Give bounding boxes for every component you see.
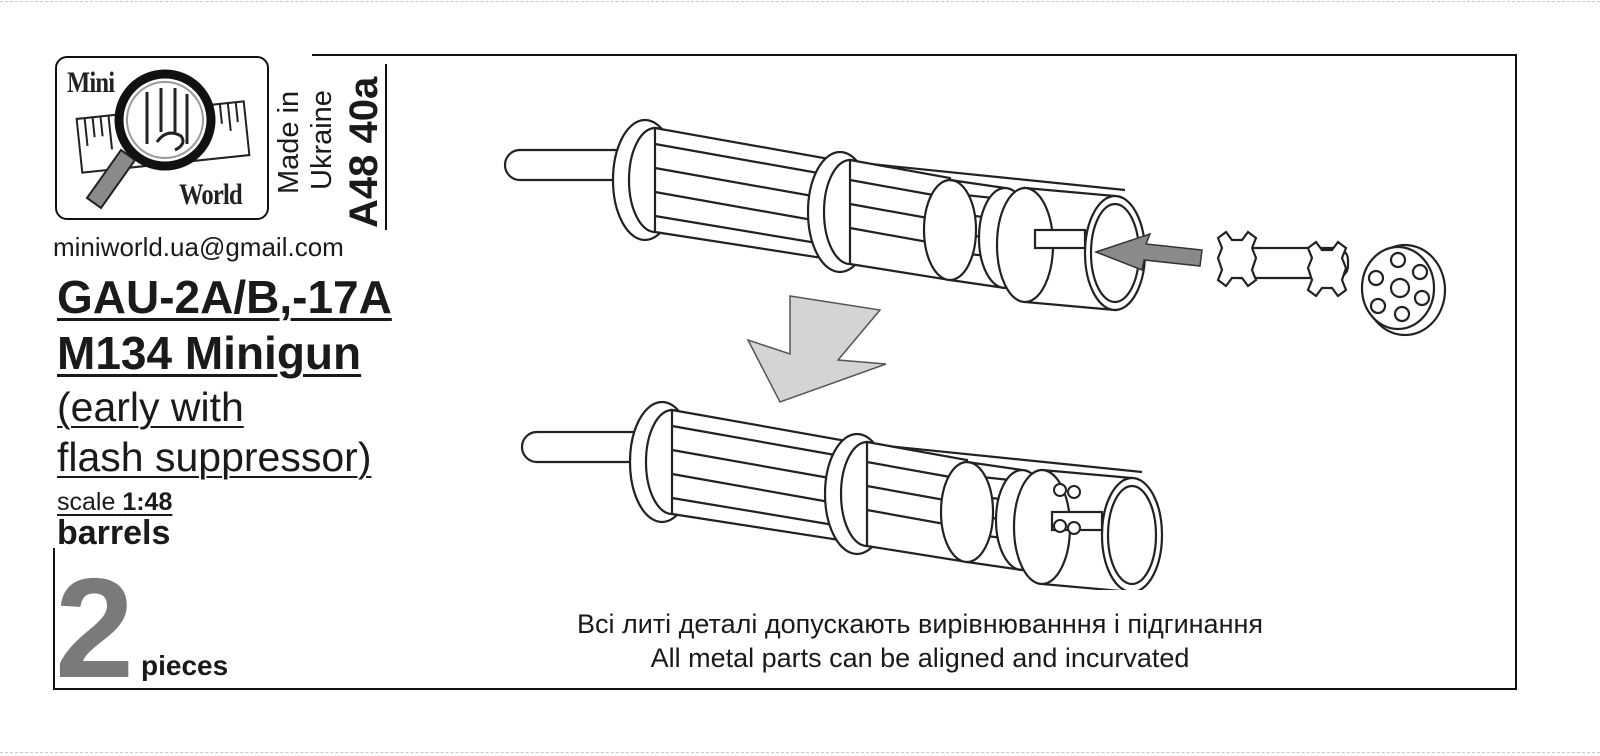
mini-world-logo: Mini World [55,56,269,220]
note-english: All metal parts can be aligned and incur… [650,643,1190,673]
made-in-line1: Made in [273,90,305,194]
insert-arrow-icon [1093,232,1203,272]
assembly-arrow-icon [746,295,887,403]
frame-divider [385,64,387,230]
barrel-assembly-bottom [520,400,1164,590]
subtitle-line1: (early with [57,384,244,430]
product-subtitle: (early with flash suppressor) [57,382,371,482]
product-title-line2: M134 Minigun [57,327,362,379]
barrel-assembly-top [503,118,1147,312]
scale-label: scale 1:48 [57,488,172,517]
frame-right [1515,54,1517,690]
contact-email: miniworld.ua@gmail.com [53,232,344,262]
logo-word-world: World [179,178,243,211]
scale-value: 1:48 [122,488,173,516]
magnifier-ruler-logo-icon [75,69,251,210]
subtitle-line2: flash suppressor) [57,434,372,480]
catalog-number: A48 40a [342,76,386,228]
note-ukrainian: Всі литі деталі допускають вирівнюванння… [576,609,1264,639]
product-title-line1: GAU-2A/B,-17A [57,271,392,323]
frame-top [312,54,1517,56]
made-in-line2: Ukraine [306,90,338,190]
scale-prefix: scale [57,488,116,516]
piece-count-unit: pieces [141,650,229,681]
top-dashed-border [0,1,1600,2]
gear-parts [1216,230,1447,337]
minigun-barrel-drawing [503,118,1447,590]
frame-bottom [53,688,1517,690]
part-type: barrels [57,514,171,552]
piece-count: 2 [55,549,134,708]
bottom-dashed-border [0,752,1600,753]
logo-word-mini: Mini [67,66,115,99]
frame-left [53,548,55,690]
